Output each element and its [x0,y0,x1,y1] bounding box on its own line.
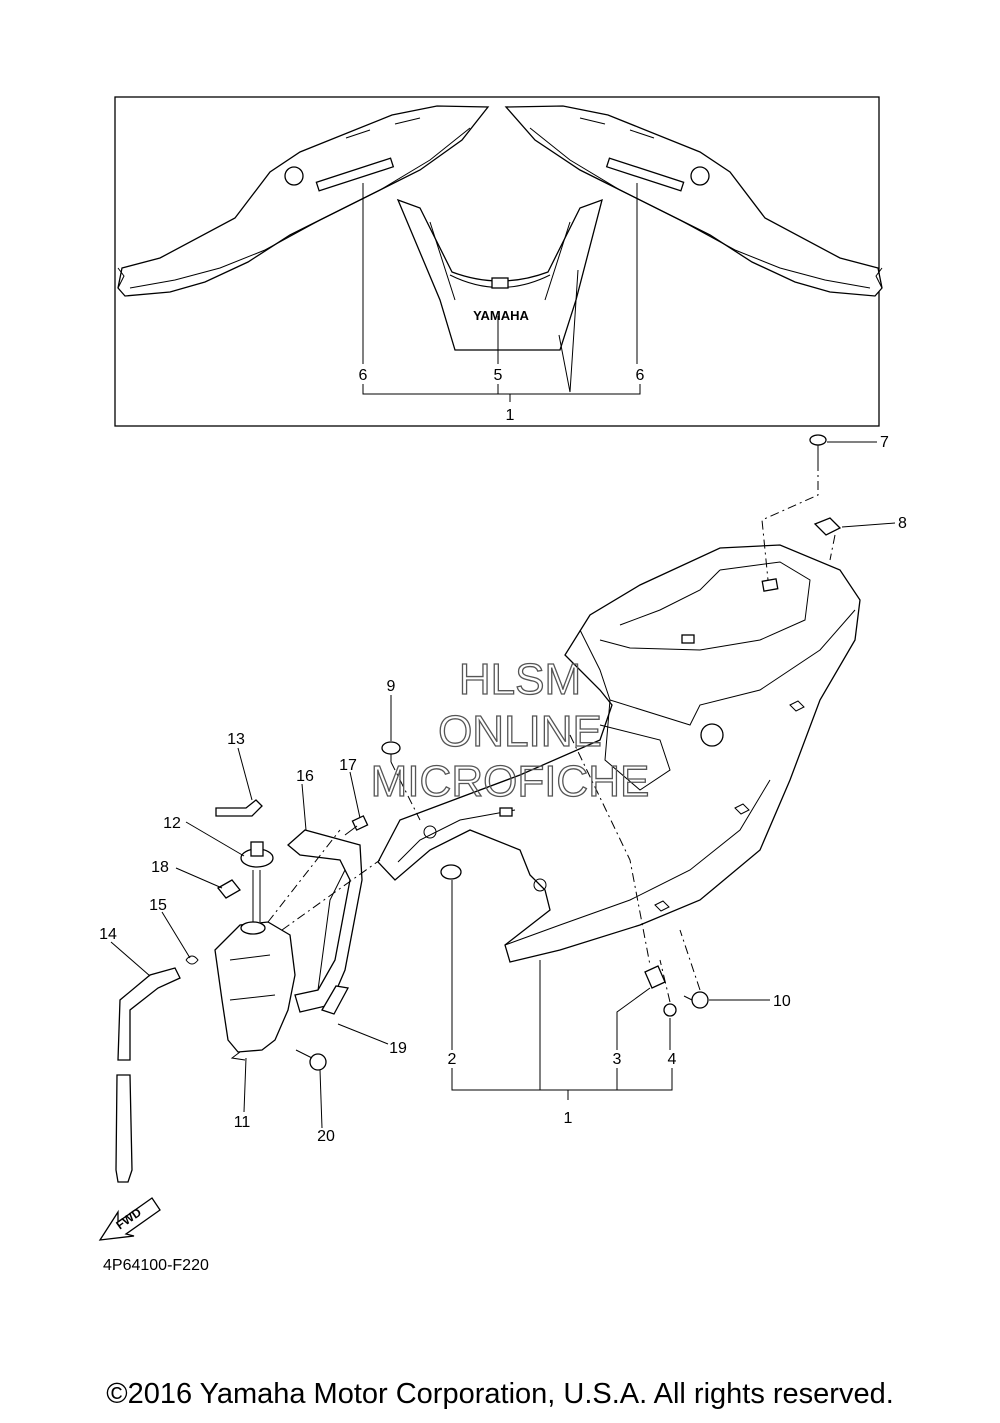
callout-7: 7 [880,434,889,451]
callout-4: 4 [668,1051,677,1068]
callout-15: 15 [149,897,167,914]
watermark-line-1: HLSM [459,655,581,704]
callout-1-top: 1 [506,407,515,424]
part-code: 4P64100-F220 [103,1257,209,1274]
callout-20: 20 [317,1128,335,1145]
callout-6-left: 6 [359,367,368,384]
copyright-footer: ©2016 Yamaha Motor Corporation, U.S.A. A… [106,1378,894,1410]
callout-12: 12 [163,815,181,832]
callout-10: 10 [773,993,791,1010]
callout-16: 16 [296,768,314,785]
rear-center-cowl: YAMAHA [396,198,603,351]
inset-box [114,96,880,427]
callout-2: 2 [448,1051,457,1068]
callout-19: 19 [389,1040,407,1057]
callout-1: 1 [564,1110,573,1127]
callout-3: 3 [613,1051,622,1068]
brand-text: YAMAHA [473,308,529,323]
callout-13: 13 [227,731,245,748]
callout-17: 17 [339,757,357,774]
callout-9: 9 [387,678,396,695]
assembly-lines [267,462,836,1003]
callout-8: 8 [898,515,907,532]
callout-6-right: 6 [636,367,645,384]
callout-18: 18 [151,859,169,876]
watermark-line-3: MICROFICHE [371,757,650,806]
callout-5: 5 [494,367,503,384]
left-side-cover [117,105,490,297]
rear-cowl-assembly [377,544,861,963]
callout-14: 14 [99,926,117,943]
fwd-arrow-icon: FWD [98,1197,161,1241]
inset-leaders [362,183,641,402]
reservoir-group [115,799,369,1183]
watermark-line-2: ONLINE [438,707,602,756]
watermark: HLSM ONLINE MICROFICHE [370,654,650,806]
leader-lines [110,441,896,1129]
right-side-cover [504,105,883,297]
hardware-parts [381,434,842,1017]
callout-11: 11 [234,1114,251,1131]
